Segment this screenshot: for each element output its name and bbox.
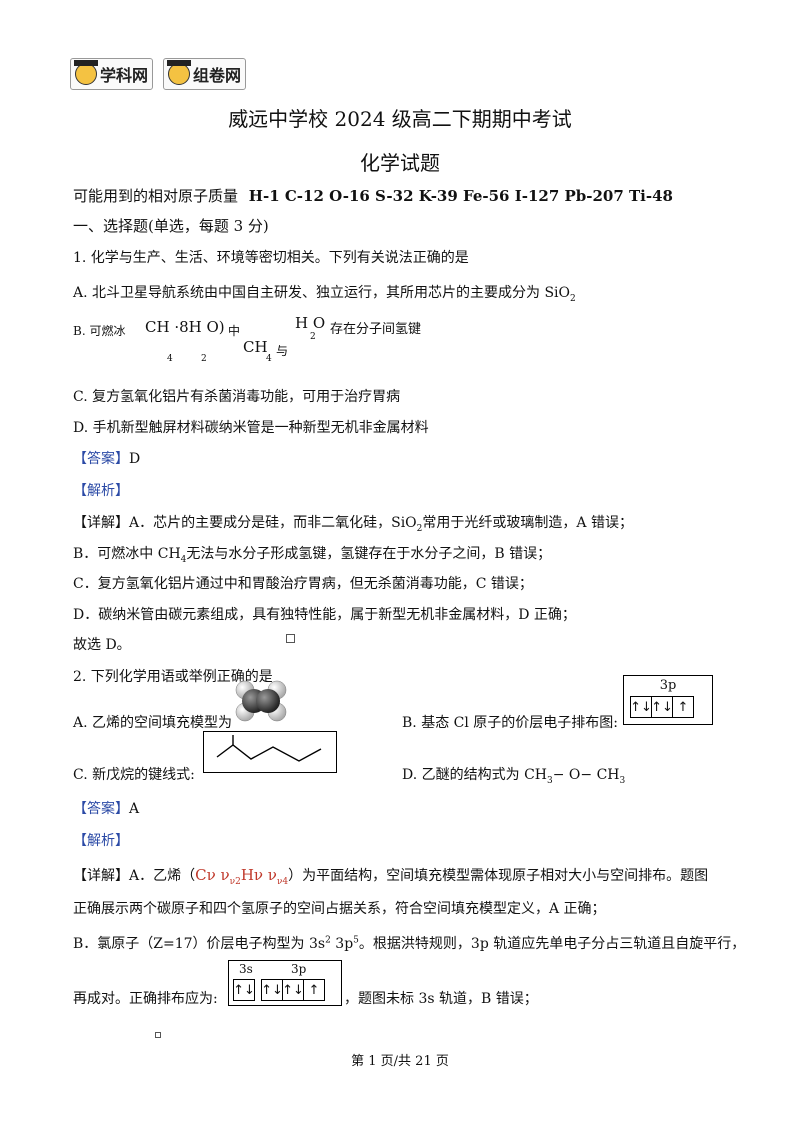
orbital-boxes-3s: ↑↓ [233,979,255,1001]
q2-detail-b-line1: B．氯原子（Z=17）价层电子构型为 3s2 3p5。根据洪特规则，3p 轨道应… [73,935,746,952]
orbital-box: ↑↓ [261,982,283,998]
q1-stem: 1. 化学与生产、生活、环境等密切相关。下列有关说法正确的是 [73,250,469,266]
atomic-masses: H-1 C-12 O-16 S-32 K-39 Fe-56 I-127 Pb-2… [248,187,673,205]
q2-analysis-label: 【解析】 [73,833,129,849]
q2-answer: 【答案】A [73,801,140,817]
square-mark-icon [155,1032,161,1038]
q1-option-a: A. 北斗卫星导航系统由中国自主研发、独立运行，其所用芯片的主要成分为 SiO2 [73,285,576,304]
q1-option-d: D. 手机新型触屏材料碳纳米管是一种新型无机非金属材料 [73,420,429,436]
q1-detail-c: C．复方氢氧化铝片通过中和胃酸治疗胃病，但无杀菌消毒功能，C 错误； [73,576,533,592]
q2-option-a: A. 乙烯的空间填充模型为 [73,715,233,731]
orbital-boxes-3p: ↑↓ ↑↓ ↑ [261,979,325,1001]
atomic-masses-line: 可能用到的相对原子质量 H-1 C-12 O-16 S-32 K-39 Fe-5… [73,187,673,205]
scholar-face-icon [74,60,98,85]
q2-option-b: B. 基态 Cl 原子的价层电子排布图: [402,715,618,731]
q1-detail-d: D．碳纳米管由碳元素组成，具有独特性能，属于新型无机非金属材料，D 正确； [73,607,576,623]
orbital-boxes: ↑↓ ↑↓ ↑ [630,696,694,718]
q2-detail-b-line2-end: ，题图未标 3s 轨道，B 错误； [344,991,538,1007]
q2-correct-orbital-diagram: 3s 3p ↑↓ ↑↓ ↑↓ ↑ [228,960,342,1006]
q2-detail-b-line2: 再成对。正确排布应为: [73,991,218,1007]
q2-detail-a-line1: 【详解】A．乙烯（Cν νν2Hν νν4）为平面结构，空间填充模型需体现原子相… [73,866,709,887]
q2-detail-a-line2: 正确展示两个碳原子和四个氢原子的空间占据关系，符合空间填充模型定义，A 正确； [73,901,606,917]
orbital-box: ↑ [303,980,324,1000]
q2-option-c-skeletal-formula [203,731,337,773]
q1-option-c: C. 复方氢氧化铝片有杀菌消毒功能，可用于治疗胃病 [73,389,401,405]
q2-option-b-orbital-diagram: 3p ↑↓ ↑↓ ↑ [623,675,713,725]
q2-stem: 2. 下列化学用语或举例正确的是 [73,669,273,685]
ethylene-space-filling-model [235,680,287,722]
orbital-box: ↑↓ [651,697,673,717]
logo-zujuanwang: 组卷网 [163,58,247,90]
q2-option-c: C. 新戊烷的键线式: [73,767,195,783]
page-subtitle: 化学试题 [360,151,440,175]
q2-option-d: D. 乙醚的结构式为 CH3− O− CH3 [402,767,626,786]
page-footer: 第 1 页/共 21 页 [351,1054,449,1069]
q1-detail-b: B．可燃冰中 CH4无法与水分子形成氢键，氢键存在于水分子之间，B 错误； [73,546,552,565]
orbital-box: ↑ [672,697,693,717]
q1-conclusion: 故选 D。 [73,637,131,653]
square-mark-icon [286,634,295,643]
orbital-box: ↑↓ [233,982,255,998]
page-title: 威远中学校 2024 级高二下期期中考试 [228,107,572,131]
q1-analysis-label: 【解析】 [73,483,129,499]
q1-answer: 【答案】D [73,451,141,467]
orbital-box: ↑↓ [630,699,652,715]
q1-detail-a: 【详解】A．芯片的主要成分是硅，而非二氧化硅，SiO2常用于光纤或玻璃制造，A … [73,515,633,534]
header-logos: 学科网 组卷网 [70,58,247,90]
section-heading: 一、选择题(单选，每题 3 分) [73,217,269,235]
scholar-face-icon [167,60,192,85]
orbital-box: ↑↓ [282,980,304,1000]
q1-option-b: B. 可燃冰 CH ·8H O) 4 2 中 CH 4 与 H O 2 存在分子… [73,314,422,364]
logo-xuekewang: 学科网 [70,58,154,90]
